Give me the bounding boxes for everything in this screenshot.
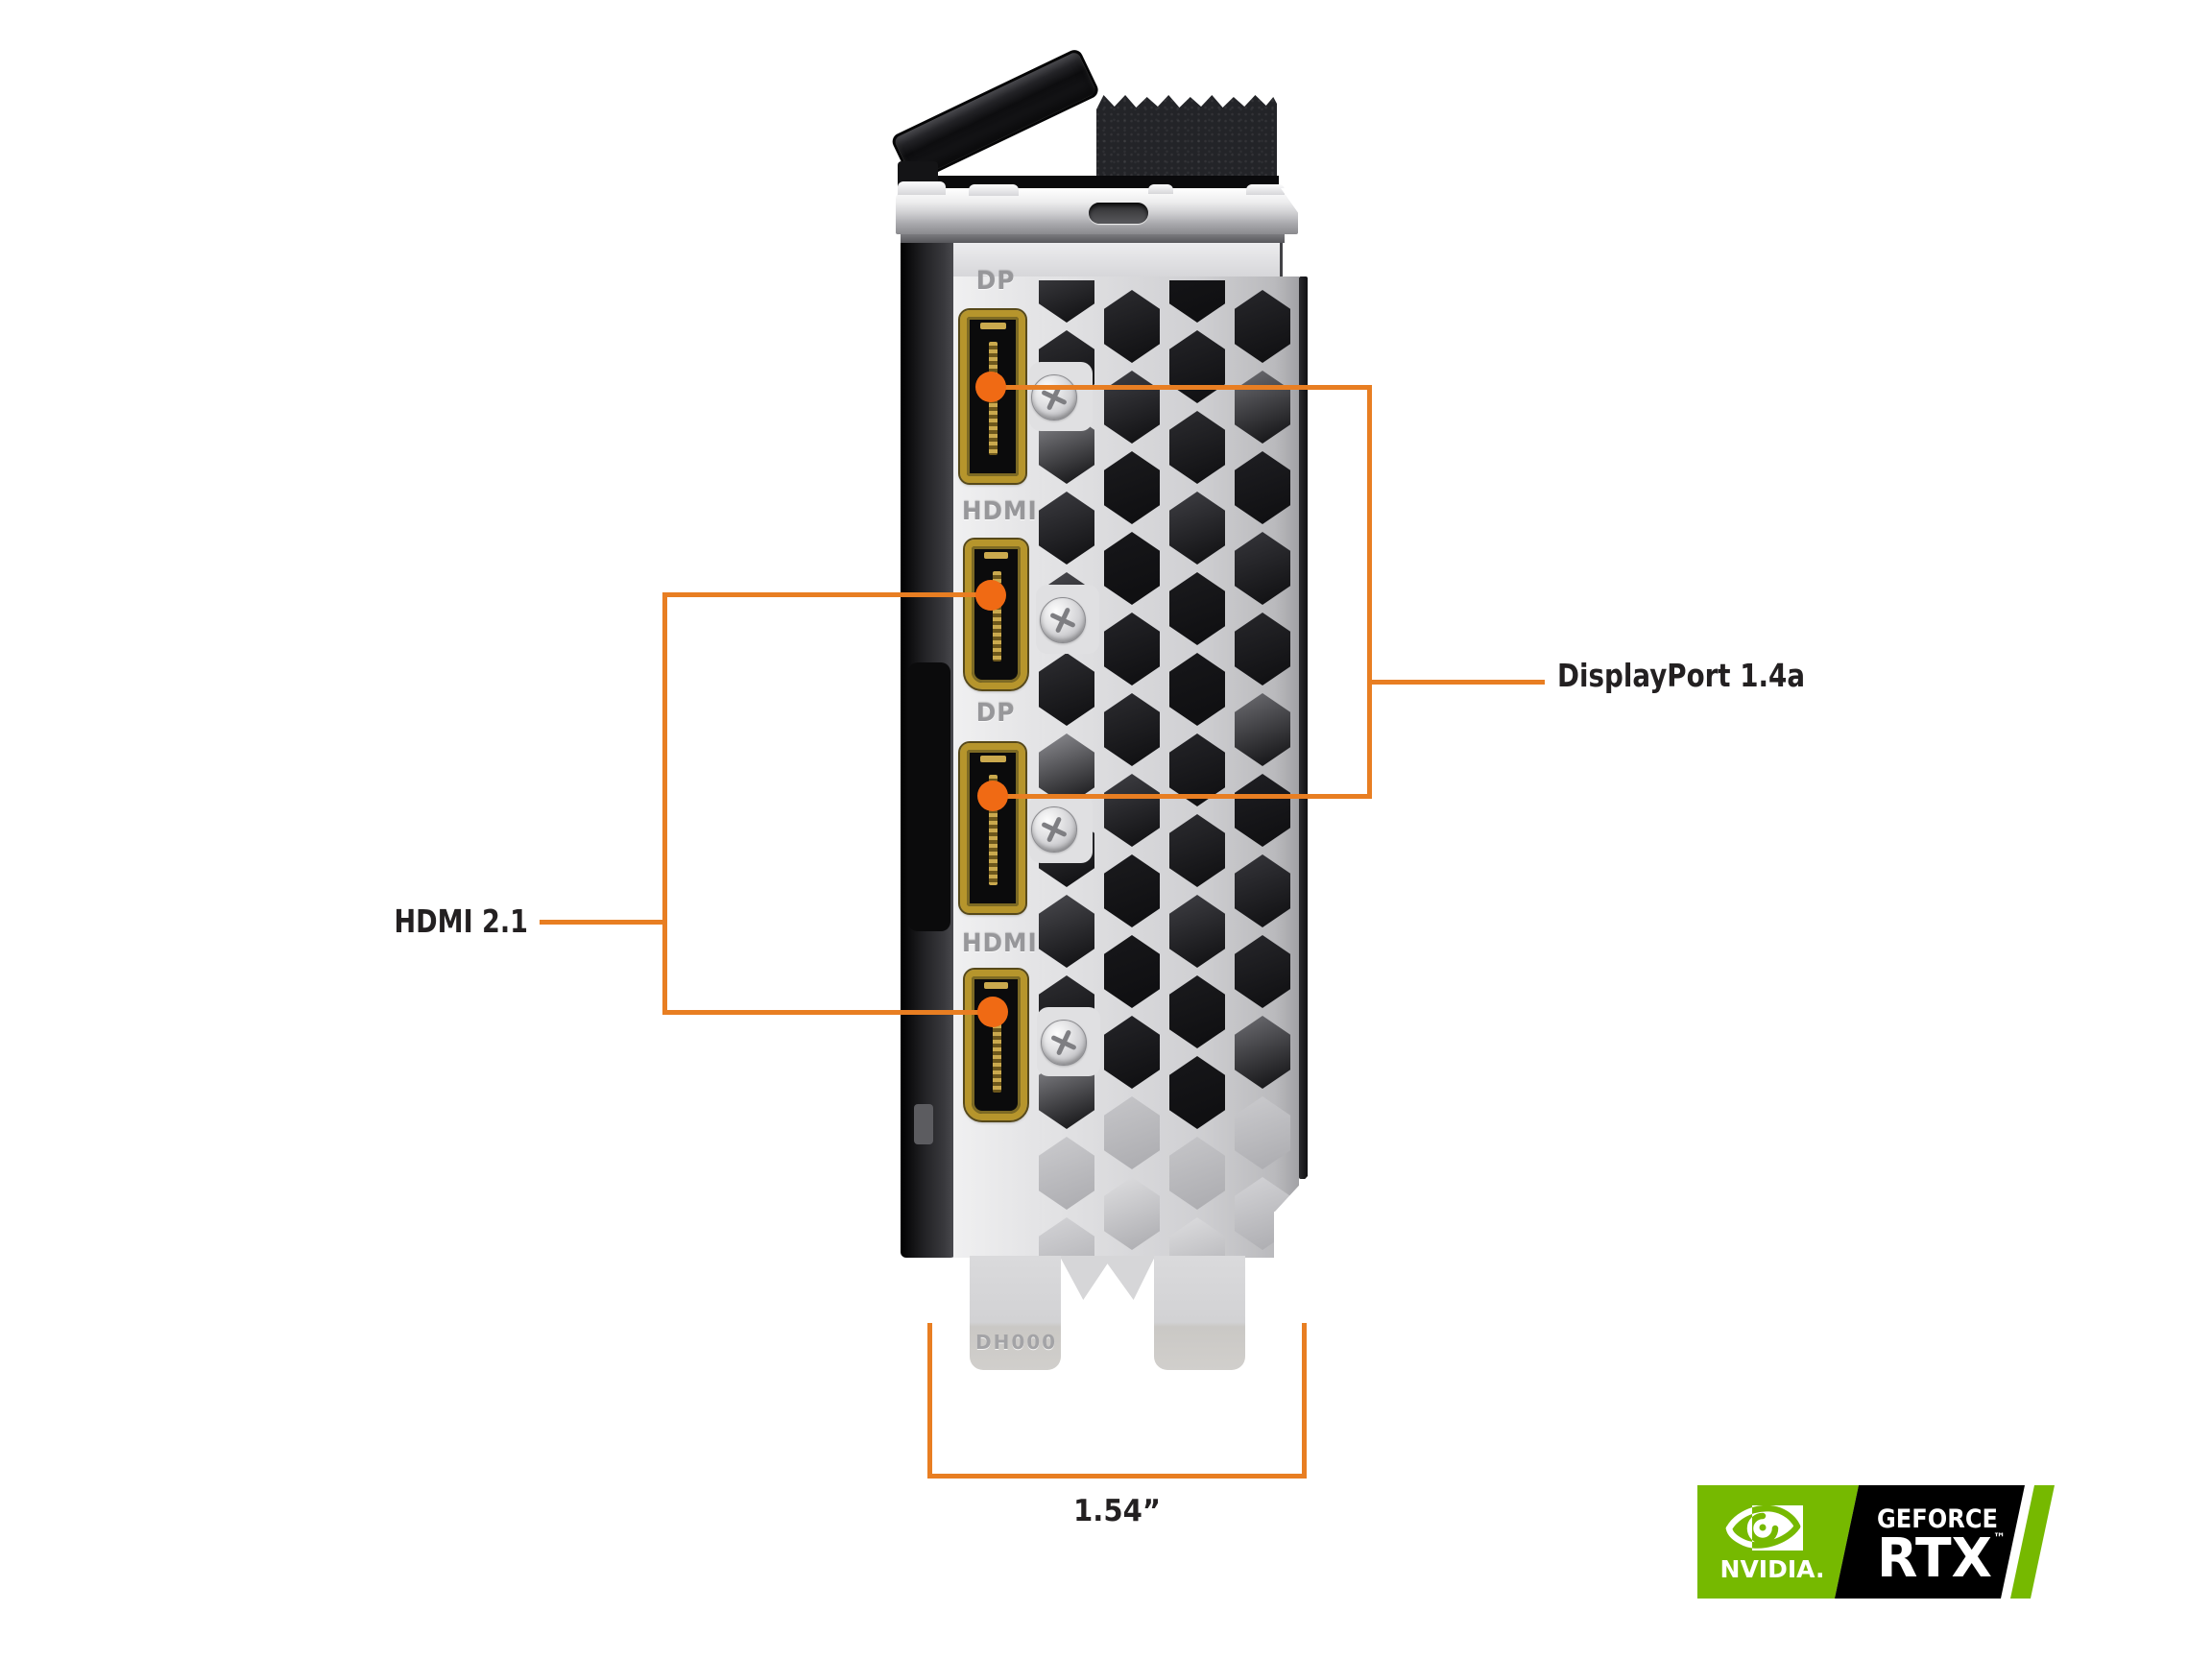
card-right-edge bbox=[1299, 276, 1308, 1179]
port-label-dp-2: DP bbox=[975, 699, 1016, 728]
hdmi-port-2 bbox=[963, 968, 1029, 1122]
bracket-foot-left bbox=[970, 1256, 1061, 1370]
flange-tab bbox=[1148, 184, 1173, 194]
vent-hex-cell bbox=[1169, 814, 1225, 887]
vent-hex-cell bbox=[1169, 280, 1225, 323]
badge-graphic: NVIDIA. GEFORCE RTX ™ bbox=[1697, 1485, 2055, 1599]
callout-line bbox=[1000, 794, 1372, 799]
vent-hex-cell bbox=[1169, 895, 1225, 968]
port-label-dp-1: DP bbox=[975, 267, 1016, 296]
vent-hex-cell bbox=[1169, 653, 1225, 726]
vent-hex-cell bbox=[1104, 371, 1160, 444]
vent-hex-cell bbox=[1235, 451, 1290, 524]
trademark-symbol: ™ bbox=[1993, 1531, 2006, 1546]
rtx-wordmark: RTX bbox=[1877, 1527, 1992, 1590]
heatsink-foam-block bbox=[1096, 95, 1277, 191]
vent-hex-cell bbox=[1169, 975, 1225, 1048]
card-side-shadow bbox=[908, 662, 950, 931]
displayport-label: DisplayPort 1.4a bbox=[1557, 657, 1806, 694]
vent-grid bbox=[1037, 280, 1292, 1256]
measure-tick-right bbox=[1302, 1323, 1307, 1479]
vent-hex-cell bbox=[1169, 492, 1225, 565]
vent-hex-cell bbox=[1169, 1217, 1225, 1256]
callout-line bbox=[662, 592, 1000, 597]
bracket-foot-right bbox=[1154, 1256, 1245, 1370]
vent-hex-cell bbox=[1104, 290, 1160, 363]
badge-green-stripe bbox=[2010, 1485, 2055, 1599]
vent-hex-cell bbox=[1039, 1217, 1094, 1256]
vent-hex-cell bbox=[1104, 451, 1160, 524]
vent-hex-cell bbox=[1104, 1016, 1160, 1089]
vent-hex-cell bbox=[1235, 371, 1290, 444]
vent-hex-cell bbox=[1039, 492, 1094, 565]
screw-icon bbox=[1031, 806, 1077, 853]
vent-hex-cell bbox=[1235, 290, 1290, 363]
nvidia-geforce-rtx-badge: NVIDIA. GEFORCE RTX ™ bbox=[1697, 1485, 2055, 1599]
bracket-neck bbox=[953, 243, 1283, 277]
vent-hex-cell bbox=[1104, 1096, 1160, 1169]
vent-hex-cell bbox=[1104, 1177, 1160, 1250]
port-label-hdmi-2: HDMI bbox=[961, 929, 1038, 958]
flange-tab bbox=[969, 184, 1019, 196]
vent-hex-cell bbox=[1104, 854, 1160, 927]
callout-line bbox=[662, 592, 667, 1015]
vent-hex-cell bbox=[1169, 330, 1225, 403]
vent-hex-cell bbox=[1169, 1137, 1225, 1210]
measure-tick-left bbox=[927, 1323, 932, 1479]
flange-tab bbox=[1246, 184, 1285, 195]
callout-dot bbox=[975, 580, 1006, 611]
screw-icon bbox=[1041, 1020, 1087, 1066]
vent-hex-cell bbox=[1235, 1096, 1290, 1169]
geforce-wordmark: GEFORCE bbox=[1877, 1504, 1998, 1534]
callout-dot bbox=[975, 372, 1006, 402]
vent-hex-cell bbox=[1235, 532, 1290, 605]
vent-hex-cell bbox=[1104, 935, 1160, 1008]
nvidia-wordmark: NVIDIA. bbox=[1720, 1555, 1825, 1583]
callout-line bbox=[1367, 385, 1372, 799]
callout-line bbox=[662, 1010, 1002, 1015]
card-side-pin bbox=[914, 1104, 933, 1144]
flange-shadow bbox=[901, 234, 1285, 243]
vent-hex-cell bbox=[1235, 854, 1290, 927]
callout-line bbox=[540, 920, 667, 925]
badge-black-panel bbox=[1835, 1485, 2025, 1599]
port-label-hdmi-1: HDMI bbox=[961, 497, 1038, 526]
vent-hex-cell bbox=[1039, 653, 1094, 726]
plate-step bbox=[1274, 1212, 1308, 1260]
vent-hex-cell bbox=[1235, 774, 1290, 847]
nvidia-eye-icon bbox=[1752, 1505, 1801, 1549]
flange-slot bbox=[1089, 203, 1148, 224]
hdmi-label: HDMI 2.1 bbox=[394, 902, 528, 940]
vent-hex-cell bbox=[1039, 895, 1094, 968]
vent-hex-cell bbox=[1169, 1056, 1225, 1129]
vent-hex-cell bbox=[1104, 613, 1160, 685]
vent-hex-cell bbox=[1104, 532, 1160, 605]
vent-hex-cell bbox=[1039, 1137, 1094, 1210]
measure-line bbox=[927, 1474, 1307, 1479]
vent-hex-cell bbox=[1104, 774, 1160, 847]
vent-hex-cell bbox=[1235, 693, 1290, 766]
vent-hex-cell bbox=[1104, 693, 1160, 766]
nvidia-eye-icon-left bbox=[1725, 1507, 1752, 1549]
displayport-port-2 bbox=[958, 741, 1027, 915]
callout-line bbox=[998, 385, 1372, 390]
vent-hex-cell bbox=[1039, 280, 1094, 323]
vent-hex-cell bbox=[1235, 1016, 1290, 1089]
callout-line bbox=[1372, 680, 1545, 685]
vent-hex-cell bbox=[1235, 935, 1290, 1008]
screw-icon bbox=[1040, 597, 1086, 643]
callout-dot bbox=[977, 997, 1008, 1027]
flange-tab bbox=[898, 181, 946, 195]
vent-hex-cell bbox=[1235, 613, 1290, 685]
width-measurement-label: 1.54” bbox=[1072, 1494, 1162, 1528]
callout-dot bbox=[977, 781, 1008, 811]
bracket-marking: DH000 bbox=[975, 1331, 1058, 1354]
screw-icon bbox=[1031, 374, 1077, 421]
vent-hex-cell bbox=[1169, 411, 1225, 484]
vent-hex-cell bbox=[1169, 572, 1225, 645]
hdmi-port-1 bbox=[963, 538, 1029, 691]
